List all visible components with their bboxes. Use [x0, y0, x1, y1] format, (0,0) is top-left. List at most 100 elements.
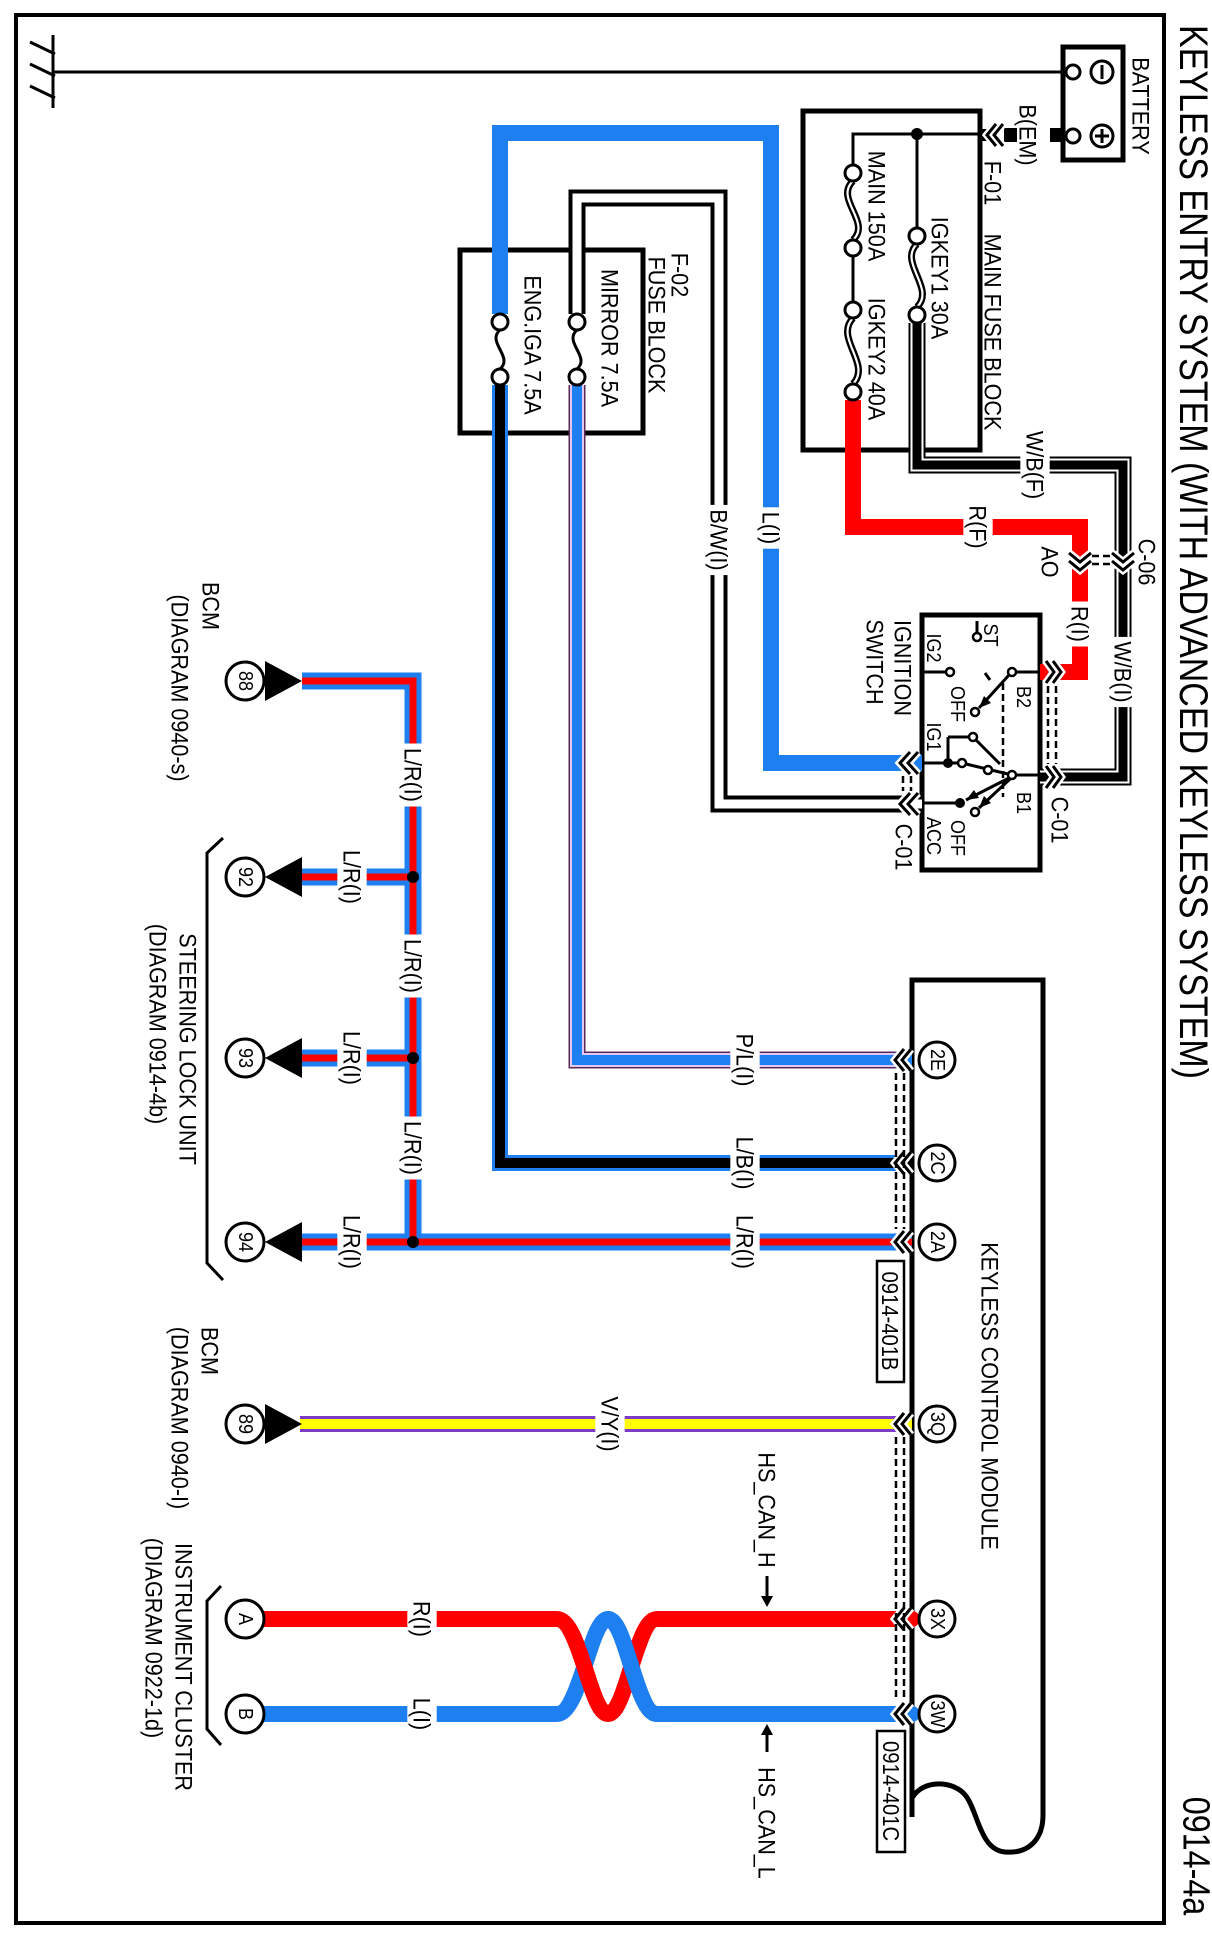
arrow-triangle-icon — [265, 661, 302, 701]
pin-circle — [224, 1221, 266, 1263]
connector-chevron-icon — [1111, 559, 1135, 572]
fuse-icon — [567, 312, 587, 387]
connector-c01-left-label-group: C-01 — [890, 824, 917, 871]
wire-label-r-f: R(F) — [963, 500, 993, 554]
contact-acc-label-group: ACC — [922, 817, 944, 855]
diagram-border — [14, 13, 1166, 1925]
wire-label-gap — [1020, 426, 1050, 504]
pin-label-group: 2C — [926, 1151, 948, 1174]
signal-can-l-label-group: HS_CAN_L — [753, 1767, 780, 1879]
wire-label-l-r-i: L/R(I) — [337, 1026, 367, 1090]
ground-icon — [29, 35, 56, 108]
wire-w-b-stripe — [912, 323, 1128, 782]
wire-label-b-w-i: B/W(I) — [704, 504, 734, 576]
fuse-mirror-label-group: MIRROR 7.5A — [596, 269, 623, 408]
signal-can-l-label: HS_CAN_L — [753, 1767, 780, 1879]
connector-chevron-icon — [1111, 551, 1135, 564]
wire-label-text: B/W(I) — [705, 509, 732, 570]
ignition-switch-label-group: IGNITION — [889, 620, 916, 716]
wire-label-l-r-i: L/R(I) — [398, 1116, 428, 1180]
wire-label-text: R(I) — [408, 1601, 435, 1637]
wire-p-l-blue — [572, 385, 912, 1065]
wire-l-b-stripe — [495, 385, 912, 1168]
wire-label-gap — [704, 504, 734, 576]
kcm-pin-3q: 3Q — [917, 1404, 957, 1444]
connector-chevron-icon — [985, 123, 998, 147]
ig2-contact — [944, 666, 956, 678]
plus-icon — [1089, 123, 1115, 149]
kcm-pin-2e: 2E — [917, 1040, 957, 1080]
arrow-triangle-icon — [265, 1404, 302, 1444]
fuse-igkey2-label: IGKEY2 40A — [863, 298, 890, 421]
wire-l — [492, 125, 922, 771]
minus-icon — [1089, 59, 1115, 85]
pin-label: 2C — [926, 1151, 948, 1174]
wire-label-v-y-i: V/Y(I) — [595, 1391, 625, 1457]
acc-contact — [955, 798, 965, 808]
pin-label-group: 93 — [234, 1048, 256, 1068]
wire-label-text: L/R(I) — [338, 1031, 365, 1085]
wire-label-l-r-i: L/R(I) — [337, 845, 367, 909]
wire-label-gap — [730, 1029, 760, 1091]
wire-label-gap — [1065, 601, 1095, 647]
wire-can-l-overcross — [600, 1611, 678, 1722]
wire-label-gap — [407, 1693, 437, 1735]
arrow-icon — [966, 790, 979, 800]
connector-chevron-icon — [1044, 660, 1056, 684]
connector-ref-401c: 0914-401C — [878, 1741, 905, 1841]
fuse-icon — [907, 226, 927, 325]
connector-ao-label: AO — [1036, 546, 1063, 577]
wire-label-text: L/R(I) — [338, 1215, 365, 1269]
connector-chevron-icon — [897, 750, 912, 776]
connector-kcm-401b — [889, 1046, 915, 1256]
battery-label: BATTERY — [1127, 57, 1154, 155]
pin-label-group: 2E — [926, 1049, 948, 1071]
wire-label-text: L/R(I) — [399, 1121, 426, 1175]
pin-label: 3X — [926, 1608, 948, 1630]
wire-label-gap — [1108, 636, 1138, 708]
connector-kcm-401c — [889, 1410, 915, 1728]
off-contact-upper — [969, 706, 981, 718]
wire-label-gap — [407, 1596, 437, 1642]
arrow-head — [761, 1724, 773, 1735]
connector-f01-label: F-01 — [979, 161, 1006, 205]
wire-label-l-i: L(I) — [756, 507, 786, 549]
arrow-triangle-icon — [265, 1222, 302, 1262]
instrument-cluster-pin-a: A — [224, 1598, 266, 1640]
contact-b2-label: B2 — [1012, 686, 1034, 708]
kcm-pin-3w: 3W — [917, 1694, 957, 1734]
ignition-switch-label-group: SWITCH — [861, 619, 888, 704]
fuse-terminal — [907, 226, 927, 246]
pin-circle — [224, 1037, 266, 1079]
wire-label-b-em: B(EM) — [1014, 104, 1041, 165]
connector-ref-401b-group: 0914-401B — [877, 1271, 904, 1370]
fuse-icon — [843, 163, 863, 258]
wire-label-l-r-i: L/R(I) — [398, 934, 428, 998]
connector-c01-right-label-group: C-01 — [1046, 797, 1073, 844]
connector-ref-box-401c — [875, 1729, 907, 1854]
connector-chevron-icon — [1068, 559, 1092, 572]
main-fuse-block — [843, 128, 980, 402]
bcm-upper-label: BCM — [197, 582, 224, 630]
arrow-icon — [979, 796, 991, 808]
off-contact-lower — [969, 806, 981, 818]
fuse-terminal — [843, 238, 863, 258]
wire-p-l-pink — [570, 385, 912, 1067]
pin-label: 93 — [234, 1048, 256, 1068]
splice-dot-icon — [407, 1236, 419, 1248]
contact-st-label: ST — [979, 623, 1001, 646]
wire-label-w-b-i: W/B(I) — [1108, 636, 1138, 708]
pin-circle — [917, 1040, 957, 1080]
wire-label-text: L/R(I) — [399, 748, 426, 802]
wire-label-gap — [337, 845, 367, 909]
wire-b-w-outline — [568, 189, 922, 813]
connector-c01-left — [894, 749, 921, 818]
connector-chevron-icon — [893, 1230, 906, 1254]
wire-b-w — [568, 189, 922, 813]
wire-label-text: P/L(I) — [731, 1034, 758, 1087]
wire-label-gap — [595, 1391, 625, 1457]
b1-lever-joint — [982, 764, 994, 776]
steering-lock-ref-group: (DIAGRAM 0914-4b) — [144, 924, 171, 1124]
fuse-block-f02-body — [457, 247, 646, 436]
fuse-block-label-group: FUSE BLOCK — [643, 257, 670, 394]
